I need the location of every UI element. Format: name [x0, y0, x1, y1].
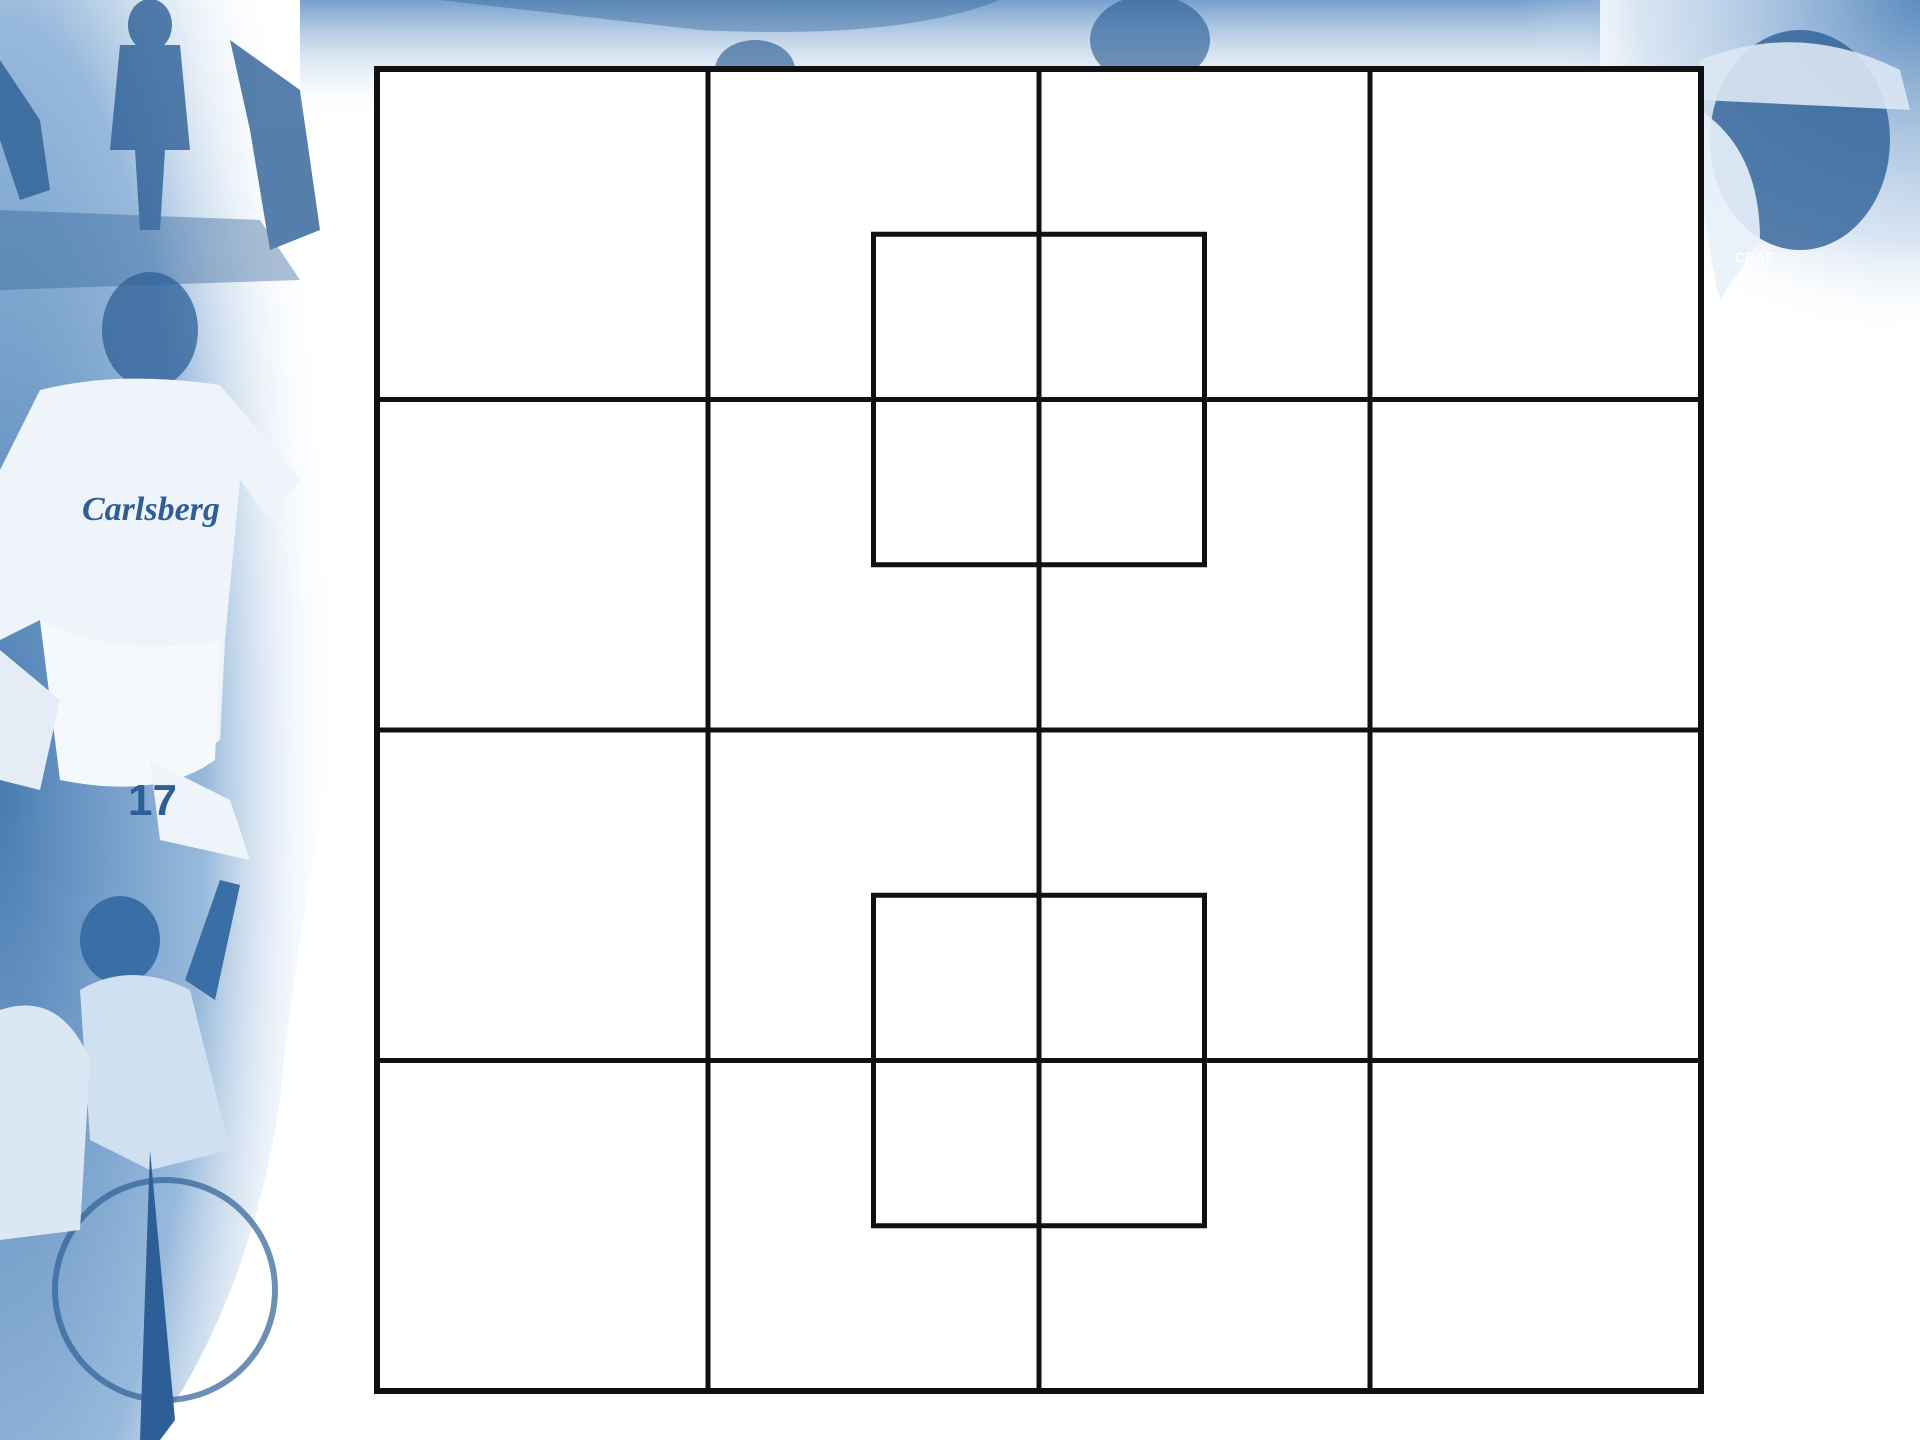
- square-count-puzzle: [0, 0, 1920, 1440]
- slide: Carlsberg 17: [0, 0, 1920, 1440]
